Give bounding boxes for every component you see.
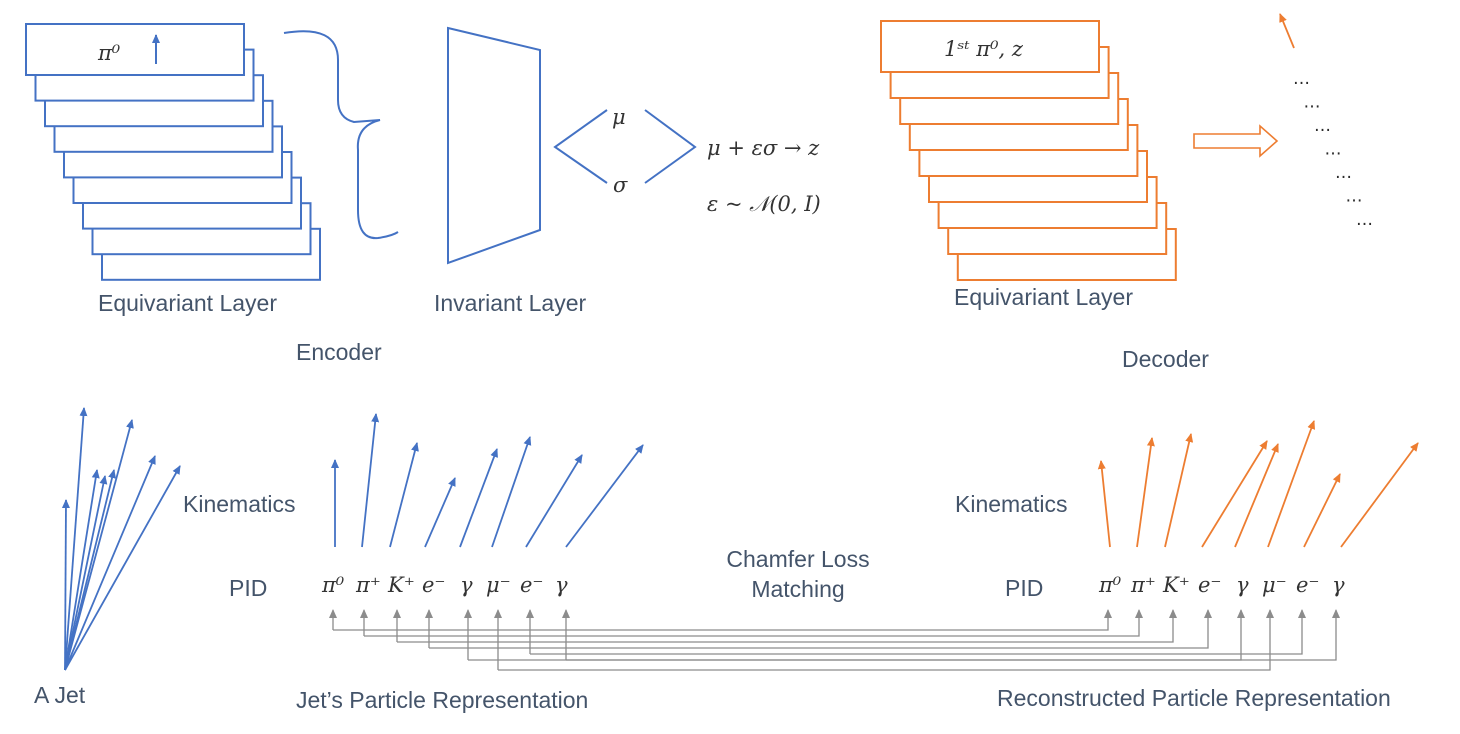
- output-dot: …: [1304, 93, 1321, 113]
- matching-line-right: [429, 609, 1212, 649]
- matching-line-right: [333, 609, 1112, 631]
- left-kinematics-arrow: [565, 444, 644, 548]
- left-kinematics-arrow: [491, 436, 532, 548]
- right-kinematics-arrows: [1097, 420, 1419, 548]
- left-particle-label: π⁰: [321, 573, 345, 597]
- output-dot: …: [1335, 163, 1352, 183]
- jet-label: A Jet: [34, 682, 86, 708]
- right-particle-label: π⁰: [1098, 573, 1122, 597]
- reparameterization-formula: μ + εσ → z: [707, 136, 820, 160]
- encoder-label: Encoder: [296, 339, 382, 365]
- right-kinematics-arrow: [1164, 433, 1194, 548]
- output-dot: …: [1325, 140, 1342, 160]
- noise-distribution-formula: ε ~ 𝒩(0, I): [707, 192, 821, 216]
- output-dot: …: [1314, 116, 1331, 136]
- right-kinematics-arrow: [1234, 443, 1279, 548]
- matching-line-right: [566, 609, 1340, 661]
- left-particle-label: γ: [460, 573, 473, 597]
- left-kinematics-arrow: [424, 477, 456, 548]
- decoder-equivariant-stack: ……………………1ˢᵗ π⁰, z: [880, 20, 1177, 281]
- matching-line-right: [397, 609, 1177, 643]
- sigma-symbol: σ: [613, 173, 628, 197]
- left-particle-label: μ⁻: [486, 573, 511, 597]
- left-particle-list: π⁰ π⁺K⁺ e⁻ γ μ⁻ e⁻ γ: [321, 573, 568, 597]
- right-kinematics-arrow: [1340, 442, 1419, 548]
- jet-particle-arrow: [61, 499, 70, 671]
- left-kinematics-arrow: [389, 442, 419, 548]
- jet-particle-arrow: [64, 469, 116, 671]
- chamfer-matching-lines: [329, 609, 1340, 671]
- latent-merge-lines: [644, 109, 697, 184]
- jet-particle-arrow: [64, 407, 88, 671]
- decoder-label: Decoder: [1122, 346, 1209, 372]
- right-kinematics-arrow: [1267, 420, 1316, 548]
- right-particle-label: e⁻: [1296, 573, 1320, 597]
- left-kinematics-arrows: [331, 413, 644, 548]
- decoder-layer-card: [880, 20, 1100, 73]
- invariant-layer-shape: [447, 26, 541, 265]
- matching-line-right: [530, 609, 1306, 655]
- right-kinematics-arrow: [1303, 473, 1341, 548]
- matching-label: Matching: [751, 576, 844, 602]
- right-kinematics-arrow: [1201, 440, 1268, 548]
- left-particle-label: K⁺: [387, 573, 415, 597]
- matching-line-right: [498, 609, 1274, 671]
- left-particle-label: e⁻: [422, 573, 446, 597]
- right-particle-list: π⁰ π⁺K⁺ e⁻ γ μ⁻ e⁻ γ: [1098, 573, 1345, 597]
- output-dot: …: [1346, 187, 1363, 207]
- output-dot: …: [1356, 210, 1373, 230]
- right-particle-label: e⁻: [1198, 573, 1222, 597]
- jet-representation-label: Jet’s Particle Representation: [296, 687, 588, 713]
- chamfer-loss-label: Chamfer Loss: [726, 546, 869, 572]
- jet-particle-arrow: [64, 465, 181, 671]
- decoder-equivariant-label: Equivariant Layer: [954, 284, 1133, 310]
- right-particle-label: π⁺: [1130, 573, 1156, 597]
- right-kinematics-arrow: [1097, 460, 1111, 548]
- latent-split-lines: [553, 109, 608, 184]
- mu-symbol: μ: [612, 105, 626, 129]
- encoder-equivariant-label: Equivariant Layer: [98, 290, 277, 316]
- right-pid-label: PID: [1005, 575, 1043, 601]
- encoder-brace: [283, 30, 399, 240]
- decoder-output-arrow: [1193, 124, 1279, 158]
- left-particle-label: γ: [555, 573, 568, 597]
- matching-line-right: [468, 609, 1245, 661]
- jet-particle-arrow: [64, 469, 100, 671]
- jet-arrows: [61, 407, 181, 671]
- left-kinematics-arrow: [525, 454, 583, 548]
- left-particle-label: e⁻: [520, 573, 544, 597]
- jet-particle-arrow: [64, 455, 156, 671]
- invariant-layer-label: Invariant Layer: [434, 290, 586, 316]
- output-top-arrow: [1279, 13, 1295, 49]
- right-particle-label: γ: [1332, 573, 1345, 597]
- left-kinematics-arrow: [361, 413, 380, 548]
- left-kinematics-arrow: [459, 448, 498, 548]
- right-particle-label: μ⁻: [1262, 573, 1287, 597]
- right-particle-label: γ: [1236, 573, 1249, 597]
- decoder-top-label: 1ˢᵗ π⁰, z: [944, 37, 1024, 61]
- encoder-equivariant-stack: ……………………π⁰: [25, 23, 321, 281]
- right-kinematics-arrow: [1136, 437, 1155, 548]
- output-dot: …: [1293, 69, 1310, 89]
- output-dots: … … … … … … …: [1293, 69, 1373, 230]
- reconstructed-representation-label: Reconstructed Particle Representation: [997, 685, 1391, 711]
- left-kinematics-label: Kinematics: [183, 491, 295, 517]
- right-kinematics-label: Kinematics: [955, 491, 1067, 517]
- matching-line-right: [364, 609, 1143, 637]
- left-pid-label: PID: [229, 575, 267, 601]
- encoder-top-particle: π⁰: [97, 41, 121, 65]
- encoder-layer-card: [25, 23, 245, 76]
- jet-particle-arrow: [64, 475, 108, 671]
- jet-particle-arrow: [64, 419, 134, 671]
- right-particle-label: K⁺: [1162, 573, 1190, 597]
- left-particle-label: π⁺: [355, 573, 381, 597]
